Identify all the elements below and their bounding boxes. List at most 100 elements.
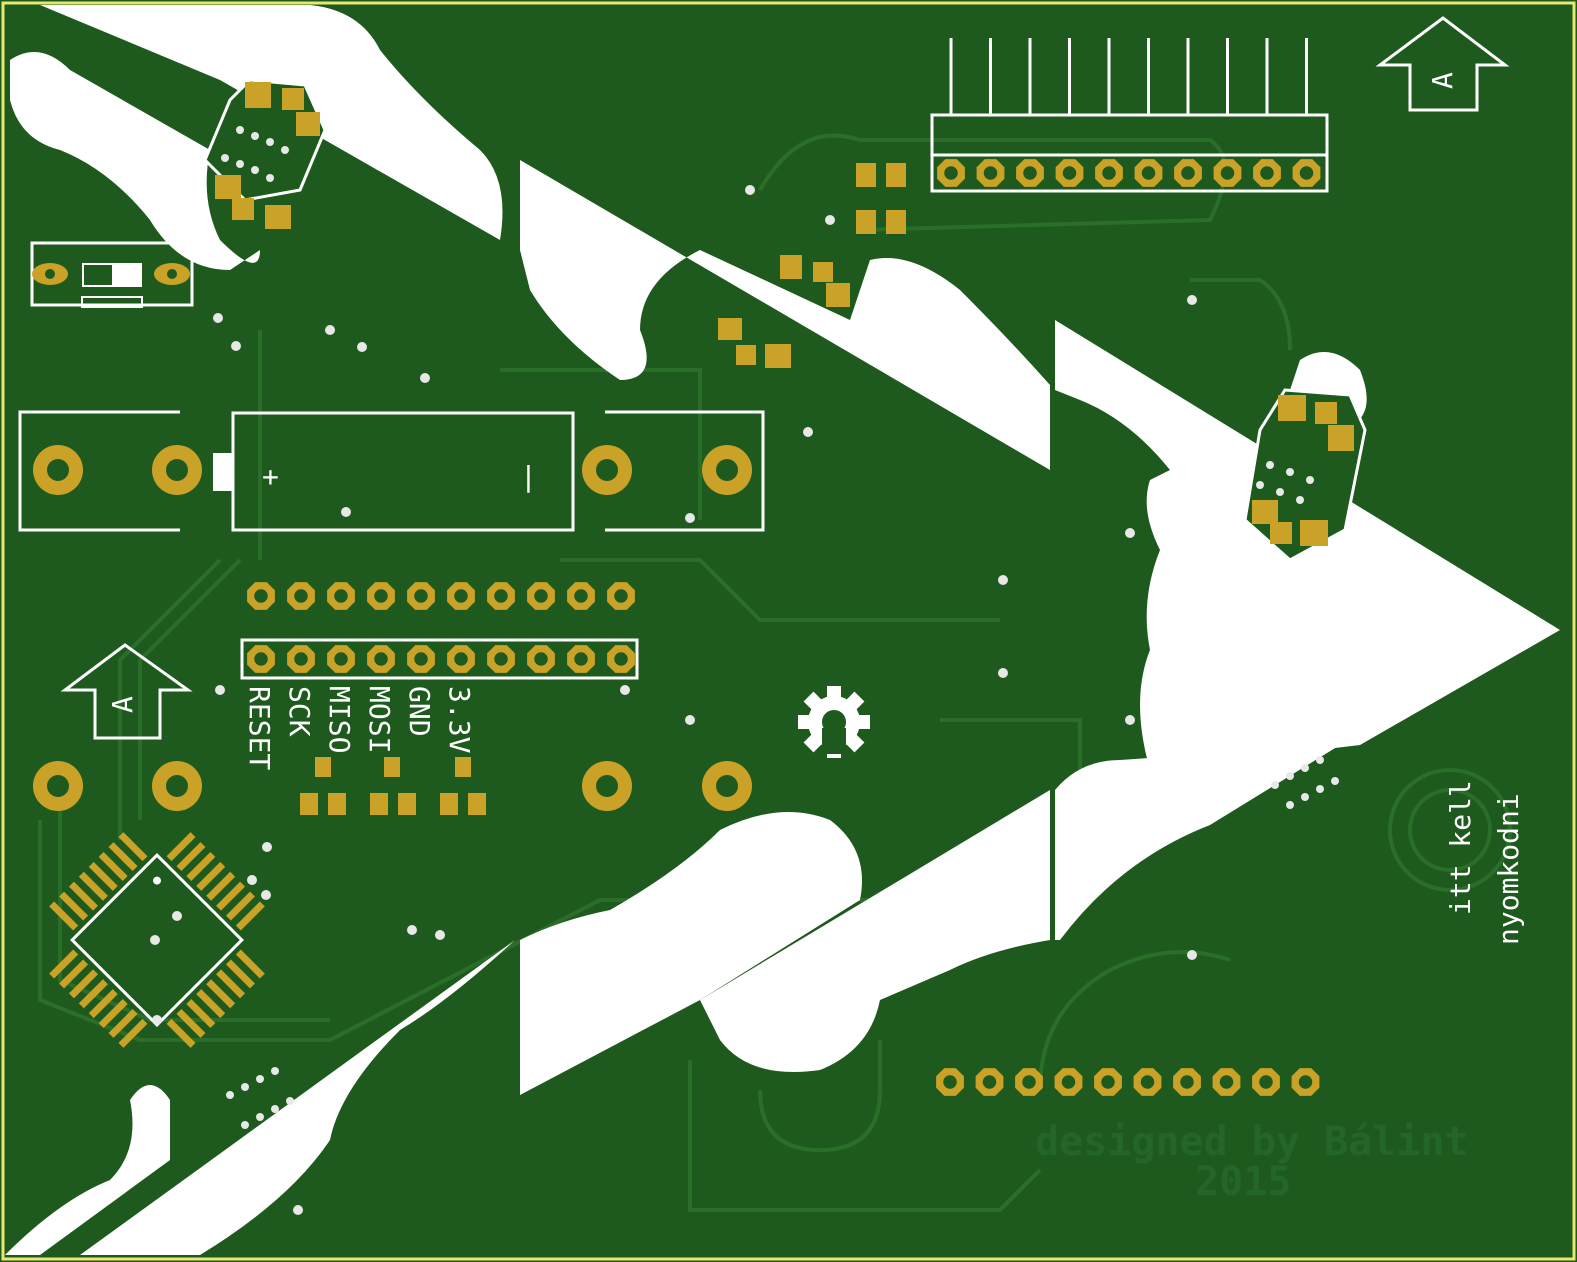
bottom-header-pad bbox=[1133, 1068, 1162, 1096]
side-text-line2: nyomkodni bbox=[1492, 793, 1525, 945]
via bbox=[998, 668, 1008, 678]
via bbox=[150, 935, 160, 945]
qfp-pin bbox=[68, 969, 98, 999]
via bbox=[1187, 295, 1197, 305]
qfp-pin bbox=[196, 861, 226, 891]
via bbox=[213, 313, 223, 323]
qfp-pin bbox=[68, 881, 98, 911]
via bbox=[1125, 528, 1135, 538]
microcontroller-chip bbox=[49, 832, 265, 1048]
prog-pad-row2 bbox=[407, 645, 435, 673]
bottom-header-pad bbox=[1094, 1068, 1122, 1096]
qfp-pin bbox=[78, 871, 108, 901]
mounting-holes bbox=[33, 761, 752, 811]
bottom-header-pad bbox=[1173, 1068, 1201, 1096]
prog-pad-row1 bbox=[287, 582, 315, 610]
credit-line1: designed by Bálint bbox=[1035, 1119, 1468, 1165]
header-pad bbox=[1292, 159, 1321, 187]
led-footprint-middle bbox=[718, 255, 850, 368]
prog-pad-row1 bbox=[447, 582, 475, 610]
via bbox=[293, 1205, 303, 1215]
via bbox=[325, 325, 335, 335]
qfp-pin bbox=[216, 881, 246, 911]
via bbox=[685, 715, 695, 725]
prog-pad-row1 bbox=[247, 582, 275, 610]
via bbox=[407, 925, 417, 935]
prog-pad-row2 bbox=[287, 645, 315, 673]
header-pad bbox=[1134, 159, 1163, 187]
qfp-pin bbox=[235, 901, 265, 931]
prog-pad-row2 bbox=[367, 645, 395, 673]
prog-pad-row1 bbox=[327, 582, 355, 610]
vias bbox=[150, 185, 1197, 1215]
prog-pad-row2 bbox=[447, 645, 475, 673]
battery-minus-label: | bbox=[520, 460, 537, 493]
header-pad bbox=[937, 159, 965, 187]
header-pad bbox=[1253, 159, 1281, 187]
prog-pad-row2 bbox=[487, 645, 515, 673]
qfp-pin bbox=[78, 979, 108, 1009]
qfp-pin bbox=[49, 901, 79, 931]
prog-pad-row1 bbox=[487, 582, 515, 610]
qfp-pin bbox=[176, 842, 206, 872]
via bbox=[685, 513, 695, 523]
via bbox=[825, 215, 835, 225]
arrow-marker-right: A bbox=[1375, 16, 1510, 112]
qfp-pin bbox=[166, 1018, 196, 1048]
header-label-gnd: GND bbox=[403, 686, 436, 737]
qfp-pin bbox=[206, 979, 236, 1009]
via bbox=[998, 575, 1008, 585]
side-text-line1: itt kell bbox=[1444, 780, 1477, 915]
bottom-header-pad bbox=[1212, 1068, 1241, 1096]
via bbox=[420, 373, 430, 383]
header-label-33v: 3.3V bbox=[443, 686, 476, 754]
pin-header-bottom-right bbox=[936, 1068, 1320, 1096]
via bbox=[1187, 950, 1197, 960]
bottom-header-pad bbox=[1054, 1068, 1083, 1096]
header-pad bbox=[1174, 159, 1202, 187]
via bbox=[745, 185, 755, 195]
programming-header-outline bbox=[240, 638, 639, 680]
pin-header-top-right bbox=[930, 113, 1329, 193]
via bbox=[620, 685, 630, 695]
prog-pad-row2 bbox=[567, 645, 595, 673]
qfp-pin bbox=[235, 949, 265, 979]
via bbox=[215, 685, 225, 695]
led-footprint-right bbox=[1243, 388, 1367, 562]
qfp-pin bbox=[98, 851, 128, 881]
via bbox=[262, 842, 272, 852]
battery-holder: + | bbox=[18, 410, 765, 532]
header-label-reset: RESET bbox=[243, 686, 276, 770]
header-pad bbox=[1213, 159, 1242, 187]
prog-pad-row1 bbox=[607, 582, 635, 610]
header-label-sck: SCK bbox=[283, 686, 316, 737]
arrow-marker-left: A bbox=[60, 643, 193, 740]
qfp-pin bbox=[88, 861, 118, 891]
qfp-pin bbox=[118, 832, 148, 862]
bottom-header-pad bbox=[936, 1068, 964, 1096]
bottom-header-pad bbox=[975, 1068, 1004, 1096]
via bbox=[803, 427, 813, 437]
via bbox=[152, 1015, 162, 1025]
qfp-pin bbox=[206, 871, 236, 901]
qfp-pin bbox=[108, 842, 138, 872]
qfp-pin bbox=[186, 999, 216, 1029]
led-footprint-top-left bbox=[203, 78, 327, 229]
qfp-pin bbox=[59, 959, 89, 989]
qfp-pin bbox=[49, 949, 79, 979]
header-label-miso: MISO bbox=[323, 686, 356, 753]
prog-pad-row1 bbox=[407, 582, 435, 610]
qfp-pin bbox=[225, 891, 255, 921]
qfp-pin bbox=[216, 969, 246, 999]
open-hardware-gear-icon bbox=[798, 686, 870, 758]
header-pad bbox=[976, 159, 1005, 187]
qfp-pin bbox=[186, 851, 216, 881]
qfp-pin bbox=[166, 832, 196, 862]
via bbox=[435, 930, 445, 940]
slide-switch[interactable] bbox=[30, 241, 194, 308]
prog-pad-row1 bbox=[527, 582, 555, 610]
qfp-pin bbox=[88, 989, 118, 1019]
